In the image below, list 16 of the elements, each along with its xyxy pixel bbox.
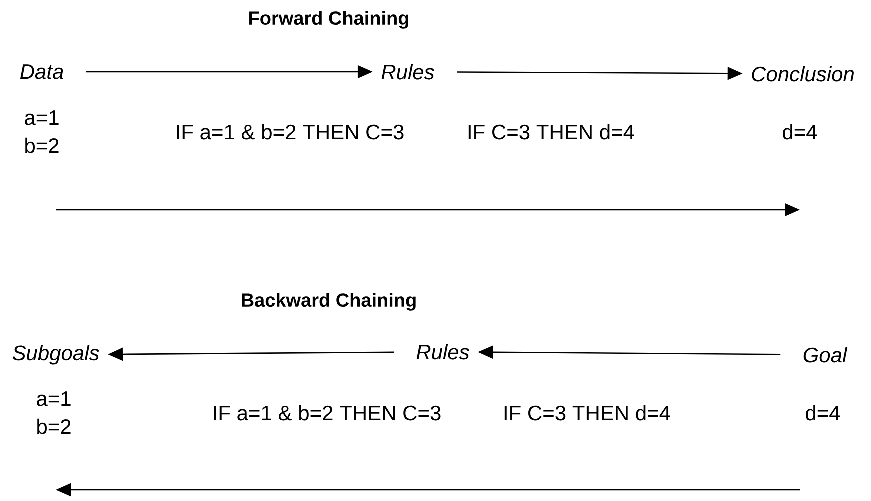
rule-text: IF a=1 & b=2 THEN C=3: [214, 405, 441, 421]
rule-text: d=4: [806, 405, 840, 421]
stage-label: Rules: [416, 344, 470, 360]
rule-text: IF C=3 THEN d=4: [504, 405, 670, 421]
stage-label: Rules: [382, 64, 434, 80]
rule-text: IF C=3 THEN d=4: [468, 124, 634, 140]
stage-label: Conclusion: [752, 66, 854, 82]
stage-label: Data: [20, 64, 64, 80]
heading: Backward Chaining: [242, 293, 416, 311]
stage-label: Goal: [804, 347, 848, 363]
value-text: a=1 b=2: [25, 110, 59, 154]
rule-text: d=4: [783, 124, 818, 140]
rule-text: IF a=1 & b=2 THEN C=3: [177, 124, 404, 140]
value-text: a=1 b=2: [37, 392, 71, 434]
stage-label: Subgoals: [12, 345, 100, 365]
heading: Forward Chaining: [250, 11, 408, 29]
